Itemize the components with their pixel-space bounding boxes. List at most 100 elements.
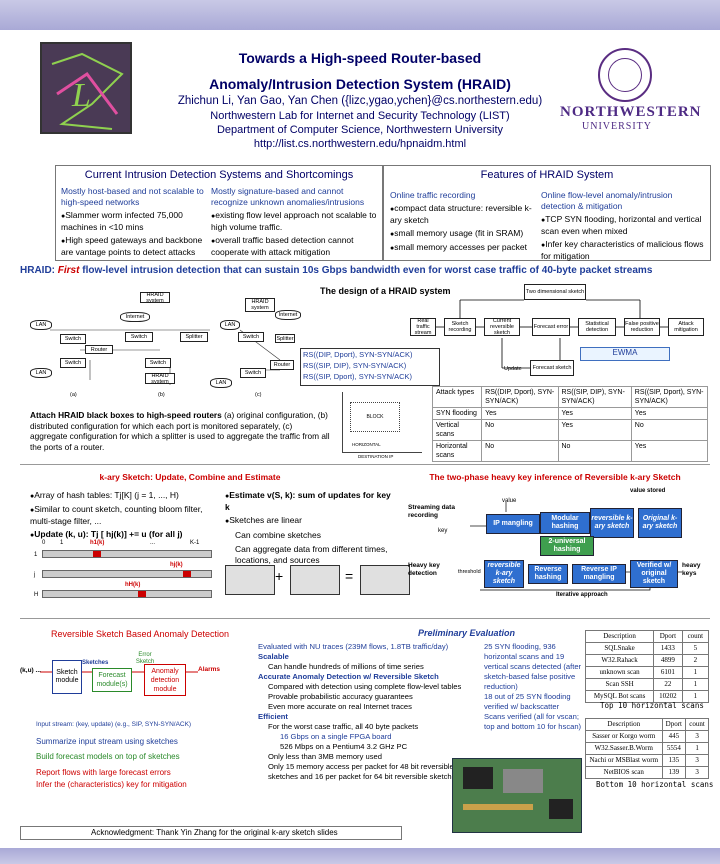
config-label-a: (a)	[70, 392, 77, 398]
current-right-item: existing flow level approach not scalabl…	[211, 210, 381, 233]
switch-box: Switch	[60, 334, 86, 344]
heavy-key-detection-label: Heavy key detection	[408, 562, 440, 577]
table-cell: No	[557, 440, 632, 462]
table-cell: unknown scan	[584, 666, 655, 679]
lan-cloud: LAN	[30, 368, 52, 378]
heavy-heading: The two-phase heavy key inference of Rev…	[429, 472, 681, 482]
prelim-efficient-pc: 526 Mbps on a Pentium4 3.2 GHz PC	[280, 742, 408, 751]
grid-label: 1	[60, 540, 64, 546]
table-header: Description	[585, 718, 663, 731]
sketch-a-thumbnail	[225, 565, 275, 595]
table-cell: 1433	[653, 642, 683, 655]
reversible-sketch-box: reversible k-ary sketch	[590, 508, 634, 538]
current-right-item: overall traffic based detection cannot c…	[211, 235, 381, 258]
two-universal-box: 2-universal hashing	[540, 536, 594, 556]
splitter-box: Splitter	[275, 334, 295, 343]
config-caption-bold: Attach HRAID black boxes to high-speed r…	[30, 410, 222, 420]
kary-item: Update (k, u): Tj [ hj(k)] += u (for all…	[30, 529, 220, 541]
table-cell: NetBIOS scan	[585, 766, 663, 779]
sketch-key: RS((SIP, DIP), SYN-SYN/ACK)	[303, 361, 407, 370]
current-systems-panel: Current Intrusion Detection Systems and …	[55, 165, 383, 261]
table-cell: 2	[681, 654, 710, 667]
sketch-sum-thumbnail	[360, 565, 410, 595]
grid-label: 0	[42, 540, 46, 546]
ip-mangling-box: IP mangling	[486, 514, 540, 534]
hash-row	[42, 570, 212, 578]
switch-box: Switch	[125, 332, 153, 342]
kary-estimate: Estimate v(S, k): sum of updates for key…	[225, 490, 395, 513]
table-cell: 3	[685, 754, 709, 767]
department: Department of Computer Science, Northwes…	[216, 124, 504, 136]
sketch-b-thumbnail	[290, 565, 340, 595]
pipeline-stage: Forecast error	[532, 318, 570, 336]
prelim-result: 25 SYN flooding, 936 horizontal scans an…	[484, 642, 582, 691]
hraid-system-box: HRAID system	[245, 298, 275, 312]
kary-list: Array of hash tables: Tj[K] (j = 1, ...,…	[30, 490, 220, 541]
prelim-efficient-sub: Only 15 memory access per packet for 48 …	[268, 762, 460, 781]
alarms-label: Alarms	[198, 666, 221, 673]
top-decor-bar	[0, 0, 720, 30]
design-pipeline: Two dimensional sketch Real traffic stre…	[410, 280, 710, 380]
table-cell: 22	[653, 678, 683, 691]
forecast-sketch: Forecast sketch	[530, 360, 574, 376]
table-header: Dport	[653, 630, 683, 643]
grid-label: h1(k)	[90, 540, 105, 546]
features-right-item: Infer key characteristics of malicious f…	[541, 239, 709, 262]
features-right-item: TCP SYN flooding, horizontal and vertica…	[541, 214, 709, 237]
logo-graphic: L	[51, 52, 124, 130]
config-label-b: (b)	[158, 392, 165, 398]
internet-cloud: Internet	[275, 310, 301, 320]
hraid-system-box: HRAID system	[140, 292, 170, 304]
banner-prefix: HRAID:	[20, 265, 55, 276]
update-label: Update	[504, 366, 522, 372]
pipeline-stage: Sketch recording	[444, 318, 476, 336]
grid-label: j	[34, 572, 36, 578]
reversible-sketch-box-2: reversible k-ary sketch	[484, 560, 524, 588]
grid-axis-y	[342, 392, 343, 452]
current-left-item: High speed gateways and backbone are van…	[61, 235, 211, 258]
rsad-infer: Infer the (characteristics) key for miti…	[36, 780, 187, 789]
table-cell: Horizontal scans	[431, 440, 483, 462]
prelim-efficient-sub: Only less than 3MB memory used	[268, 752, 382, 761]
table-header-row: Attack types RS((DIP, Dport), SYN-SYN/AC…	[431, 386, 709, 408]
table-row: Vertical scans No Yes No	[431, 419, 709, 441]
config-caption: Attach HRAID black boxes to high-speed r…	[30, 410, 330, 452]
config-label-c: (c)	[255, 392, 262, 398]
switch-box: Switch	[240, 368, 266, 378]
rsad-diagram: (k,u) ... Sketch module Sketches Forecas…	[20, 650, 250, 706]
table-cell: Yes	[557, 419, 632, 441]
rsad-summarize: Summarize input stream using sketches	[36, 737, 178, 746]
features-left-item: small memory accesses per packet	[390, 242, 540, 254]
splitter-box: Splitter	[180, 332, 208, 342]
reverse-ip-box: Reverse IP mangling	[572, 564, 626, 584]
prelim-accurate-sub: Provable probabilistic accuracy guarante…	[268, 692, 413, 701]
features-left-lead: Online traffic recording	[390, 190, 476, 200]
prelim-efficient-fpga: 16 Gbps on a single FPGA board	[280, 732, 392, 741]
table-header: count	[681, 630, 710, 643]
project-url[interactable]: http://list.cs.northwestern.edu/hpnaidm.…	[253, 138, 467, 150]
grid-label: hj(k)	[170, 562, 183, 568]
switch-box: Switch	[60, 358, 86, 368]
prelim-efficient-sub: For the worst case traffic, all 40 byte …	[268, 722, 419, 731]
prelim-result: 18 out of 25 SYN flooding verified w/ ba…	[484, 692, 571, 711]
router-box: Router	[270, 360, 294, 370]
kary-heading: k-ary Sketch: Update, Combine and Estima…	[99, 472, 281, 482]
rsad-heading: Reversible Sketch Based Anomaly Detectio…	[50, 629, 230, 639]
section-divider	[20, 464, 710, 465]
rsad-build: Build forecast models on top of sketches	[36, 752, 180, 761]
prelim-result: Scans verified (all for vscan; top and b…	[484, 712, 582, 731]
current-left-lead: Mostly host-based and not scalable to hi…	[61, 186, 204, 207]
table-cell: 6101	[653, 666, 683, 679]
table-header: RS((SIP, DIP), SYN-SYN/ACK)	[557, 386, 632, 408]
grid-label: ...	[150, 540, 156, 546]
university-name: NORTHWESTERN	[560, 104, 702, 120]
bottom-scans-table: Description Dport count Sasser or Korgo …	[585, 718, 709, 779]
heavy-key-diagram: value stored value Streaming data record…	[408, 484, 710, 610]
kary-combine: Can combine sketches	[235, 530, 321, 540]
